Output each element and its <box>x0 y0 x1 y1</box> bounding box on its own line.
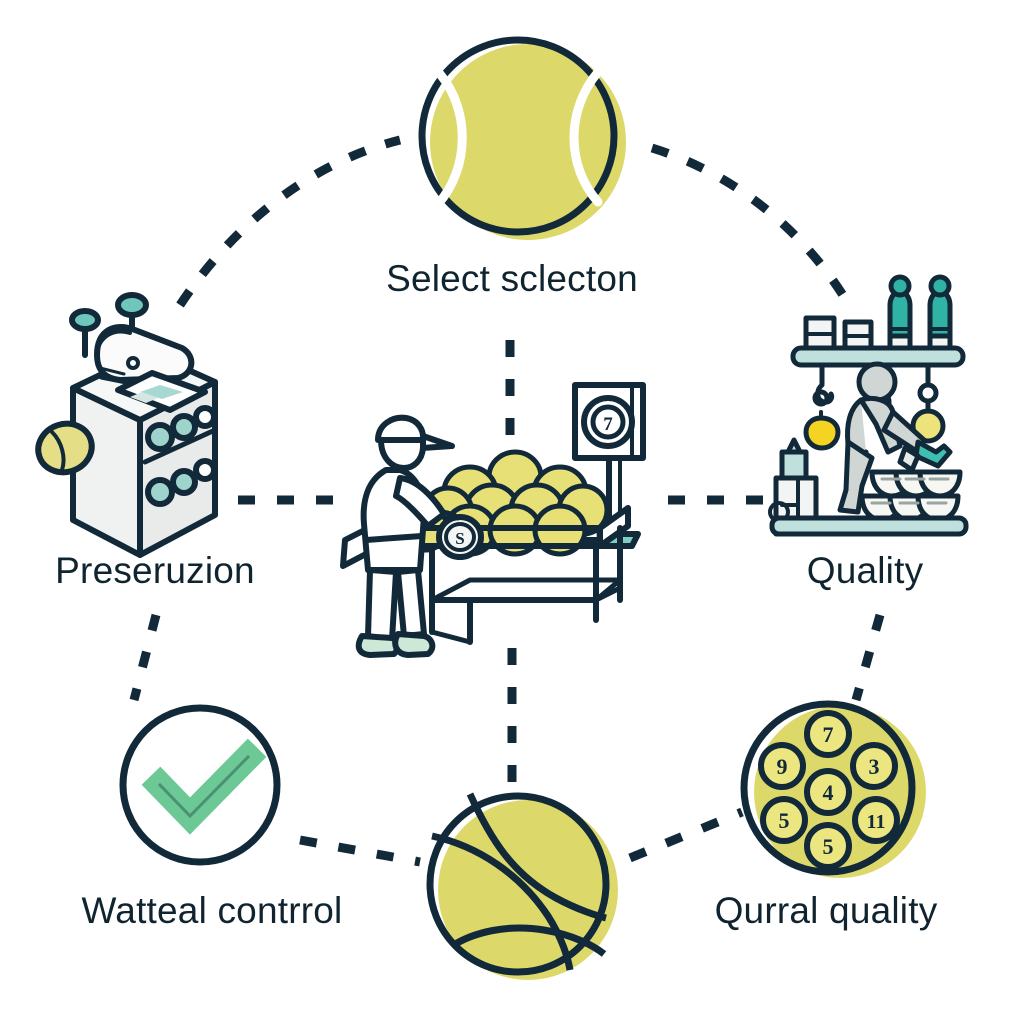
cluster-token: 7 <box>804 710 852 758</box>
svg-text:9: 9 <box>777 754 788 779</box>
node-label-water-control: Watteal contrrol <box>81 890 343 931</box>
cluster-token: 11 <box>852 796 900 844</box>
worker-sorting-table-icon: 7 <box>340 382 646 658</box>
cluster-token: 5 <box>804 822 852 870</box>
connector-left-to-bottomleft <box>129 613 161 702</box>
cluster-token: 4 <box>804 768 852 816</box>
svg-text:4: 4 <box>823 780 834 805</box>
svg-text:3: 3 <box>869 754 880 779</box>
connector-bottomleft-to-bottomcenter <box>299 835 421 867</box>
numbered-cluster-circle-icon: 7 9 3 4 5 11 5 <box>740 700 926 878</box>
svg-text:5: 5 <box>779 808 790 833</box>
tennis-ball-icon <box>418 36 626 240</box>
connector-right-to-bottomright <box>851 613 885 702</box>
svg-text:7: 7 <box>823 722 834 747</box>
svg-text:S: S <box>455 529 464 548</box>
svg-text:7: 7 <box>603 414 613 435</box>
svg-text:11: 11 <box>867 811 886 833</box>
node-label-preservation: Preseruzion <box>55 550 255 591</box>
cluster-token: 3 <box>850 742 898 790</box>
connector-bottomcenter-to-bottomright <box>628 807 744 863</box>
node-label-overall-quality: Qurral quality <box>714 890 938 931</box>
seamed-ball-icon <box>426 792 618 980</box>
svg-text:5: 5 <box>823 834 834 859</box>
connector-top-to-right <box>650 143 850 303</box>
node-label-quality: Quality <box>806 550 924 591</box>
node-label-select-selection: Select sclecton <box>386 258 638 299</box>
connector-group <box>129 135 885 867</box>
packing-shelf-icon <box>768 274 969 537</box>
connector-left-to-top <box>176 135 402 308</box>
processing-machine-icon <box>35 292 218 558</box>
checkmark-circle-icon <box>119 704 281 866</box>
cluster-token: 5 <box>760 796 808 844</box>
cluster-token: 9 <box>758 742 806 790</box>
